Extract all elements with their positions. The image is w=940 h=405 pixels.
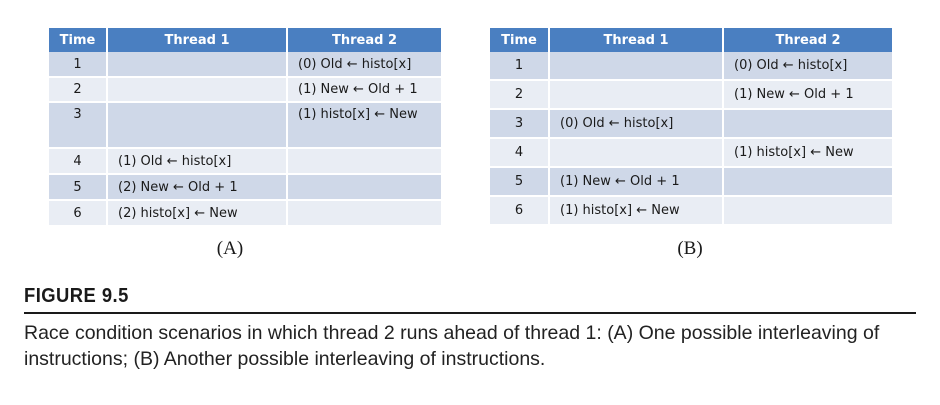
- caption-divider: [24, 312, 916, 314]
- time-cell: 4: [49, 148, 108, 175]
- time-cell: 2: [49, 77, 108, 103]
- header-time: Time: [49, 28, 108, 52]
- header-thread-1: Thread 1: [549, 28, 724, 52]
- time-cell: 6: [490, 196, 550, 226]
- header-thread-1: Thread 1: [107, 28, 288, 52]
- table-row: 5 (2) New ← Old + 1: [49, 174, 441, 201]
- thread-1-cell: [107, 77, 288, 103]
- table-a: Time Thread 1 Thread 2 1 (0) Old ← histo…: [49, 28, 441, 227]
- thread-2-cell: (1) New ← Old + 1: [723, 80, 892, 110]
- thread-1-cell: [549, 138, 724, 168]
- table-row: 2 (1) New ← Old + 1: [490, 80, 892, 110]
- header-thread-2: Thread 2: [723, 28, 892, 52]
- table-header-row: Time Thread 1 Thread 2: [490, 28, 892, 52]
- time-cell: 5: [49, 174, 108, 201]
- thread-1-cell: (1) Old ← histo[x]: [107, 148, 288, 175]
- thread-1-cell: [549, 80, 724, 110]
- subfigure-label-b: (B): [677, 238, 703, 259]
- table-row: 1 (0) Old ← histo[x]: [49, 52, 441, 78]
- figure-number: FIGURE 9.5: [24, 285, 129, 307]
- time-cell: 5: [490, 167, 550, 197]
- time-cell: 6: [49, 200, 108, 227]
- table-row: 6 (2) histo[x] ← New: [49, 200, 441, 227]
- table-row: 6 (1) histo[x] ← New: [490, 196, 892, 226]
- thread-1-cell: (1) New ← Old + 1: [549, 167, 724, 197]
- table-row: 4 (1) histo[x] ← New: [490, 138, 892, 168]
- thread-1-cell: (2) New ← Old + 1: [107, 174, 288, 201]
- thread-1-cell: (1) histo[x] ← New: [549, 196, 724, 226]
- table-row: 1 (0) Old ← histo[x]: [490, 52, 892, 81]
- thread-2-cell: (0) Old ← histo[x]: [723, 52, 892, 81]
- time-cell: 4: [490, 138, 550, 168]
- thread-2-cell: [723, 196, 892, 226]
- header-thread-2: Thread 2: [287, 28, 441, 52]
- table-row: 2 (1) New ← Old + 1: [49, 77, 441, 103]
- thread-2-cell: [723, 109, 892, 139]
- table-row: 3 (1) histo[x] ← New: [49, 102, 441, 149]
- thread-2-cell: (1) histo[x] ← New: [723, 138, 892, 168]
- subfigure-label-a: (A): [216, 238, 244, 259]
- time-cell: 3: [49, 102, 108, 149]
- figure-caption: Race condition scenarios in which thread…: [24, 322, 880, 370]
- table-b: Time Thread 1 Thread 2 1 (0) Old ← histo…: [490, 28, 892, 226]
- time-cell: 2: [490, 80, 550, 110]
- time-cell: 1: [490, 52, 550, 81]
- thread-1-cell: (0) Old ← histo[x]: [549, 109, 724, 139]
- thread-2-cell: [287, 200, 441, 227]
- thread-1-cell: [107, 102, 288, 149]
- thread-2-cell: [723, 167, 892, 197]
- thread-2-cell: (0) Old ← histo[x]: [287, 52, 441, 78]
- header-time: Time: [490, 28, 550, 52]
- table-row: 5 (1) New ← Old + 1: [490, 167, 892, 197]
- table-row: 3 (0) Old ← histo[x]: [490, 109, 892, 139]
- thread-1-cell: [107, 52, 288, 78]
- time-cell: 1: [49, 52, 108, 78]
- thread-1-cell: (2) histo[x] ← New: [107, 200, 288, 227]
- thread-2-cell: (1) New ← Old + 1: [287, 77, 441, 103]
- thread-2-cell: (1) histo[x] ← New: [287, 102, 441, 149]
- time-cell: 3: [490, 109, 550, 139]
- thread-1-cell: [549, 52, 724, 81]
- table-header-row: Time Thread 1 Thread 2: [49, 28, 441, 52]
- thread-2-cell: [287, 148, 441, 175]
- table-row: 4 (1) Old ← histo[x]: [49, 148, 441, 175]
- thread-2-cell: [287, 174, 441, 201]
